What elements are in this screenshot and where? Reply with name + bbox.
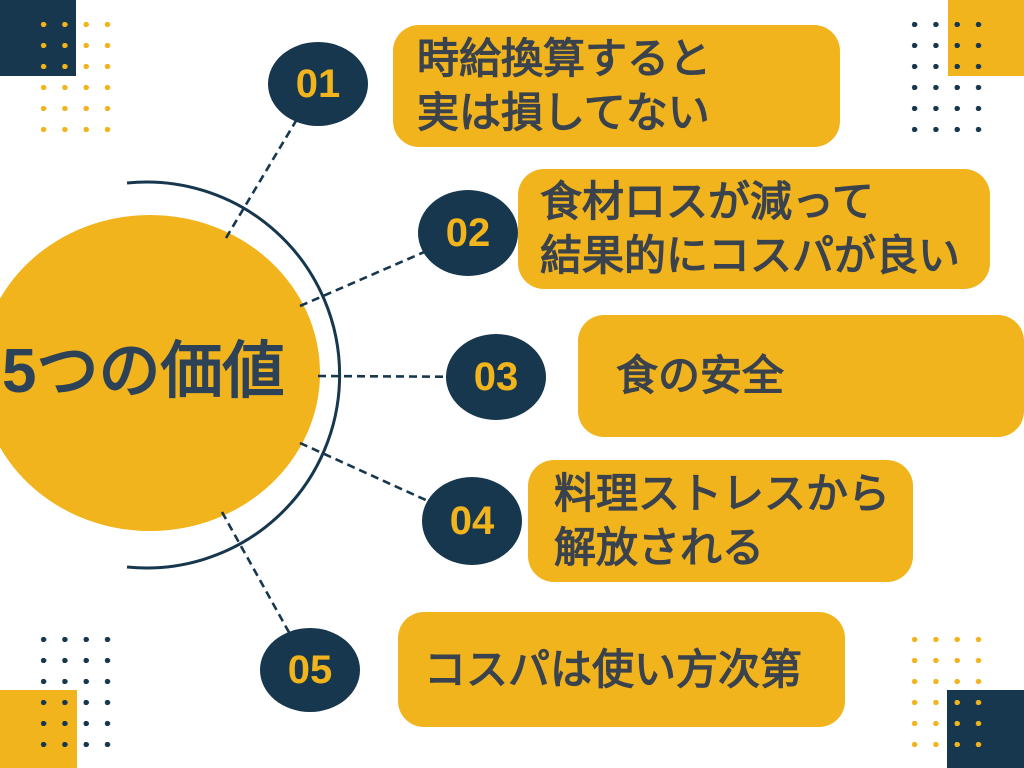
value-card-02-line2: 結果的にコスパが良い [540,232,961,279]
step-number-04: 04 [449,498,495,543]
value-card-04-line2: 解放される [554,524,765,571]
value-card-05: コスパは使い方次第 [398,612,845,727]
value-card-05-line1: コスパは使い方次第 [424,645,803,693]
value-card-03: 食の安全 [578,315,1024,437]
value-card-01-line1: 時給換算すると [417,35,712,83]
dot-grid-bottom-left [33,629,119,756]
value-card-01: 時給換算すると 実は損してない [393,25,840,147]
value-card-04-line1: 料理ストレスから [554,470,891,518]
main-circle [0,215,320,531]
value-card-03-line1: 食の安全 [616,352,785,400]
connector-line-02 [299,231,469,308]
main-title: 5つの価値 [2,337,285,406]
step-number-02: 02 [445,210,491,255]
dot-grid-top-right [904,14,990,141]
main-circle-arc [126,180,342,570]
value-card-02: 食材ロスが減って 結果的にコスパが良い [518,169,990,289]
value-card-04: 料理ストレスから 解放される [528,460,913,582]
step-number-01: 01 [295,61,341,106]
step-badge-01: 01 [268,42,368,126]
step-number-05: 05 [287,647,333,692]
step-badge-04: 04 [422,477,522,565]
dot-grid-bottom-right [904,629,990,756]
step-number-03: 03 [473,354,519,399]
value-card-02-line1: 食材ロスが減って [540,178,874,226]
step-badge-03: 03 [446,334,546,420]
step-badge-05: 05 [260,628,360,712]
dot-grid-top-left [33,14,119,141]
step-badge-02: 02 [418,190,518,276]
value-card-01-line2: 実は損してない [417,89,710,136]
